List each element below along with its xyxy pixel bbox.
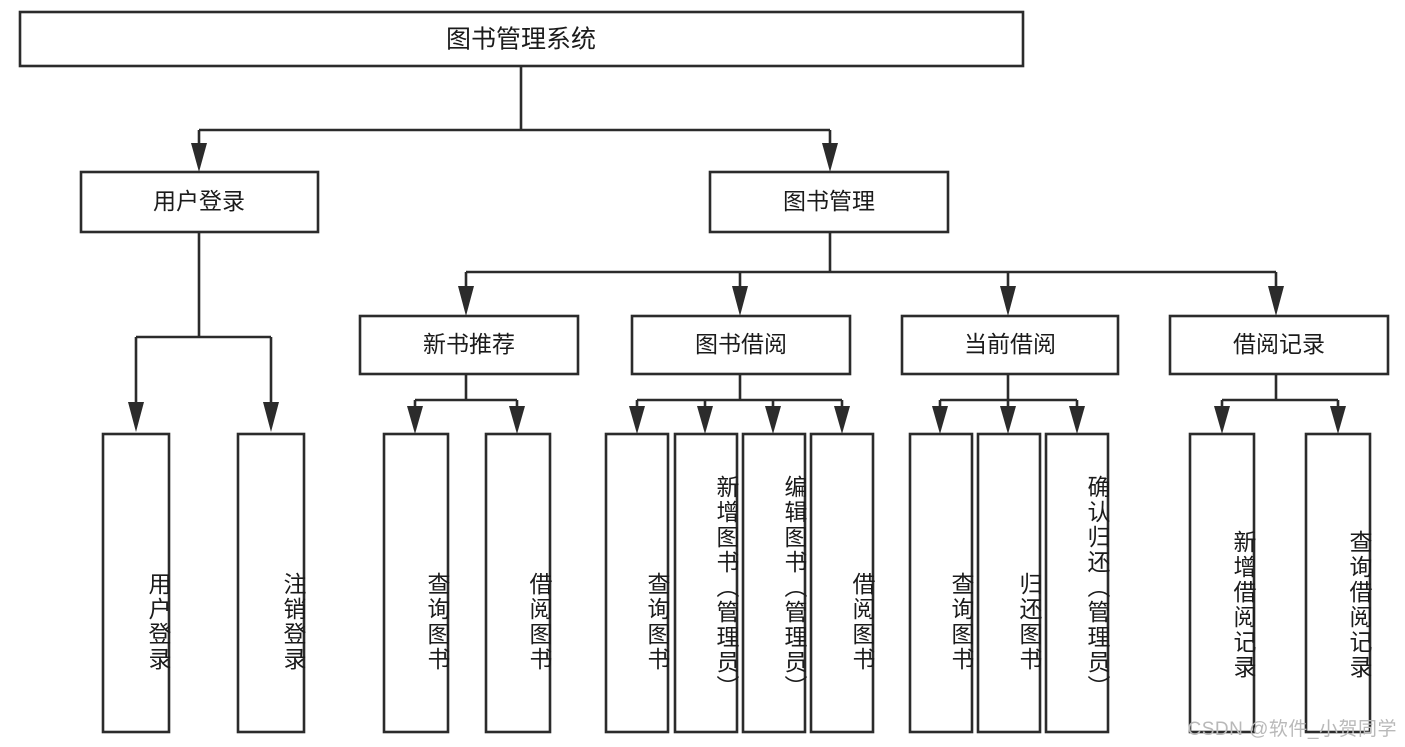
arrow-head-new-books xyxy=(458,286,474,316)
arrow-head-leaf-user-login xyxy=(128,402,144,432)
leaf-box-br-add[interactable] xyxy=(1188,432,1256,734)
node-book-borrow-box[interactable] xyxy=(630,314,852,376)
leaf-box-nb-borrow[interactable] xyxy=(484,432,552,734)
node-root-box[interactable] xyxy=(18,10,1025,68)
node-borrow-records-box[interactable] xyxy=(1168,314,1390,376)
watermark-text: CSDN @软件_小贺同学 xyxy=(1187,719,1397,740)
label-new-books: 新书推荐 xyxy=(423,331,515,357)
arrow-head-root-to-book-mgmt xyxy=(822,143,838,172)
arrow-head-bb-leaf-3 xyxy=(765,406,781,434)
arrow-head-nb-leaf-1 xyxy=(407,406,423,434)
label-borrow-records: 借阅记录 xyxy=(1233,331,1325,357)
arrow-head-br-leaf-2 xyxy=(1330,406,1346,434)
leaf-box-br-query[interactable] xyxy=(1304,432,1372,734)
leaf-box-cb-confirm[interactable] xyxy=(1044,432,1110,734)
label-current-borrow: 当前借阅 xyxy=(964,331,1056,357)
node-current-borrow-box[interactable] xyxy=(900,314,1120,376)
node-new-books-box[interactable] xyxy=(358,314,580,376)
arrow-head-cb-leaf-3 xyxy=(1069,406,1085,434)
leaf-box-bb-query[interactable] xyxy=(604,432,670,734)
arrow-head-br-leaf-1 xyxy=(1214,406,1230,434)
leaf-box-bb-borrow[interactable] xyxy=(809,432,875,734)
leaf-box-bb-edit[interactable] xyxy=(741,432,807,734)
arrow-head-current-borrow xyxy=(1000,286,1016,316)
leaf-box-user-login[interactable] xyxy=(101,432,171,734)
arrow-head-nb-leaf-2 xyxy=(509,406,525,434)
arrow-head-borrow-records xyxy=(1268,286,1284,316)
label-root: 图书管理系统 xyxy=(446,26,596,54)
label-book-borrow: 图书借阅 xyxy=(695,331,787,357)
arrow-head-cb-leaf-1 xyxy=(932,406,948,434)
arrow-head-bb-leaf-2 xyxy=(697,406,713,434)
label-user-login: 用户登录 xyxy=(153,188,245,214)
leaf-box-logout[interactable] xyxy=(236,432,306,734)
arrow-head-bb-leaf-4 xyxy=(834,406,850,434)
leaf-box-cb-return[interactable] xyxy=(976,432,1042,734)
leaf-box-cb-query[interactable] xyxy=(908,432,974,734)
arrow-head-root-to-user-login xyxy=(191,143,207,172)
leaf-box-nb-query[interactable] xyxy=(382,432,450,734)
label-book-mgmt: 图书管理 xyxy=(783,188,875,214)
leaf-box-bb-add[interactable] xyxy=(673,432,739,734)
arrow-head-bb-leaf-1 xyxy=(629,406,645,434)
arrow-head-leaf-logout xyxy=(263,402,279,432)
node-book-mgmt-box[interactable] xyxy=(708,170,950,234)
arrow-head-cb-leaf-2 xyxy=(1000,406,1016,434)
arrow-head-book-borrow xyxy=(732,286,748,316)
